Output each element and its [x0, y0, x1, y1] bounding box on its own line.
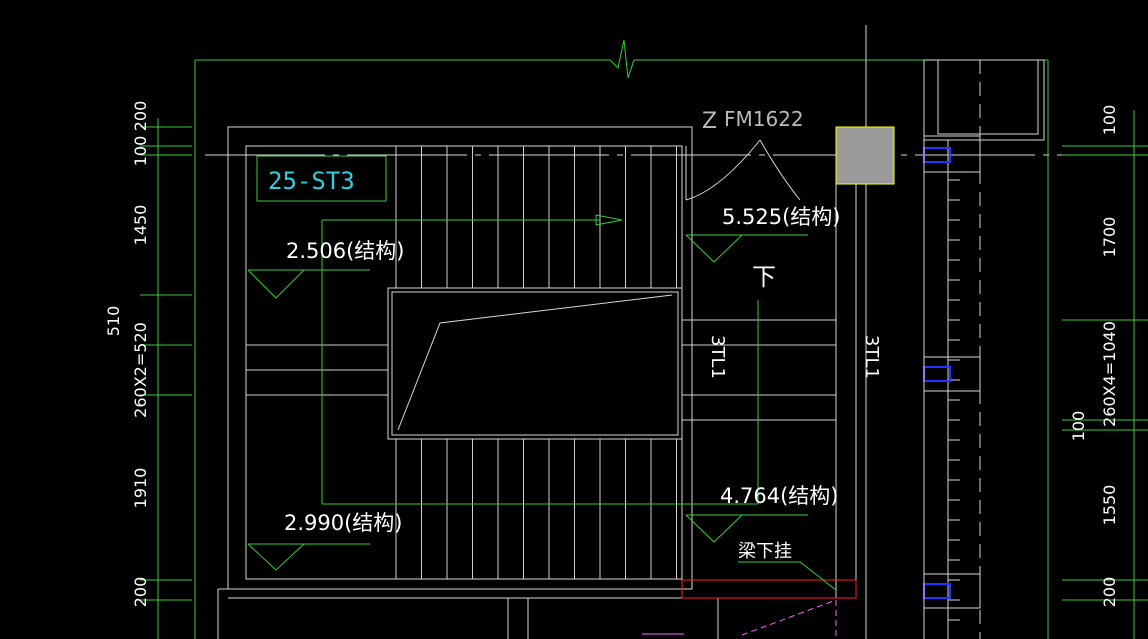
right-dim-100-top: 100 [1100, 105, 1119, 136]
right-dimension [1062, 110, 1148, 639]
beam-label-b: 3TL1 [861, 335, 882, 379]
elevation-bottom-left: 2.990(结构) [284, 511, 403, 535]
right-dim-200: 200 [1100, 577, 1119, 608]
stair-treads [395, 146, 677, 579]
elevation-marks [247, 234, 808, 571]
down-mark: 下 [752, 263, 776, 291]
landing-lines [246, 319, 836, 421]
outer-wall [194, 39, 1049, 639]
magenta-lines [642, 599, 837, 639]
walk-line [321, 214, 759, 505]
beam-note: 梁下挂 [738, 541, 792, 562]
door-prefix: Z [702, 109, 717, 134]
beam-label-a: 3TL1 [707, 335, 728, 379]
beam-box [681, 579, 857, 599]
right-dim-1550: 1550 [1100, 485, 1119, 526]
left-dim-100: 100 [131, 136, 150, 167]
right-dim-100-mid: 100 [1069, 411, 1088, 442]
left-dim-520: 260X2=520 [131, 322, 150, 418]
left-dim-labels: 200 100 1450 260X2=520 1910 200 510 [104, 101, 150, 608]
door-label: FM1622 [724, 107, 804, 131]
elevation-top-left: 2.506(结构) [286, 239, 405, 263]
tag-box [256, 155, 387, 202]
right-wall [835, 25, 1045, 639]
note-leader [738, 561, 837, 591]
elevation-bottom-right: 4.764(结构) [720, 484, 839, 508]
door-swing [685, 139, 801, 201]
tag-text: 25-ST3 [268, 167, 355, 195]
left-dimension [140, 118, 192, 639]
wall-ticks [948, 179, 960, 621]
left-dim-1450: 1450 [131, 205, 150, 246]
left-dim-200-bottom: 200 [131, 577, 150, 608]
left-total: 510 [104, 306, 123, 337]
right-dim-1040: 260X4=1040 [1100, 321, 1119, 427]
stair-well [217, 126, 856, 639]
stair-void [387, 287, 683, 440]
left-dim-200-top: 200 [131, 101, 150, 132]
right-dim-1700: 1700 [1100, 217, 1119, 258]
left-dim-1910: 1910 [131, 468, 150, 509]
blue-windows [923, 147, 951, 599]
right-dim-labels: 100 1700 260X4=1040 100 1550 200 [1069, 105, 1119, 608]
window-frames [923, 135, 981, 609]
column [835, 126, 895, 185]
elevation-top-right: 5.525(结构) [722, 205, 841, 229]
